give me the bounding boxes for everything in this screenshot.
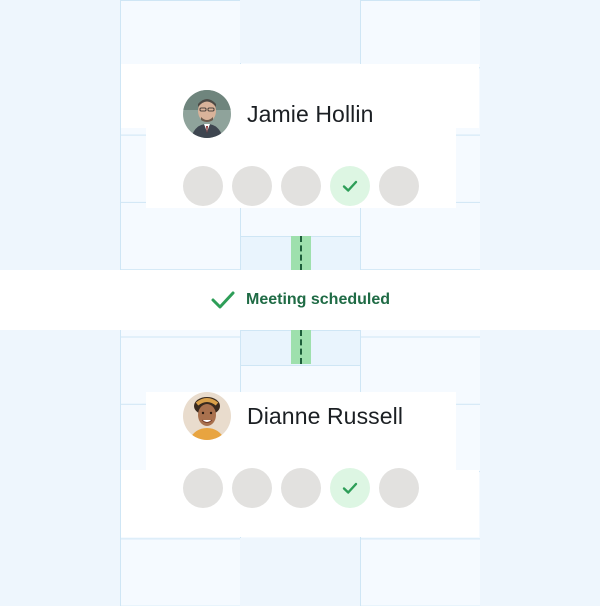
contact-header: Jamie Hollin <box>146 90 456 138</box>
status-label: Meeting scheduled <box>245 291 391 308</box>
contact-card-1: Jamie Hollin <box>146 90 456 208</box>
grid-cell-tint <box>240 538 360 606</box>
check-icon <box>342 482 358 494</box>
time-slot[interactable] <box>379 468 419 508</box>
time-slot-selected[interactable] <box>330 468 370 508</box>
time-slot[interactable] <box>183 468 223 508</box>
connector-line <box>291 236 311 270</box>
contact-card-2: Dianne Russell <box>146 392 456 516</box>
check-icon <box>211 291 235 309</box>
status-row: Meeting scheduled <box>0 270 600 330</box>
availability-slots <box>146 468 456 508</box>
contact-header: Dianne Russell <box>146 392 456 440</box>
person-avatar-dianne <box>183 392 231 440</box>
time-slot[interactable] <box>232 468 272 508</box>
availability-slots <box>146 166 456 206</box>
grid-cell-tint <box>240 0 360 63</box>
check-icon <box>342 180 358 192</box>
contact-name: Jamie Hollin <box>247 100 374 127</box>
time-slot[interactable] <box>183 166 223 206</box>
contact-name: Dianne Russell <box>247 402 404 429</box>
time-slot[interactable] <box>281 166 321 206</box>
connector-line <box>291 330 311 364</box>
time-slot[interactable] <box>232 166 272 206</box>
time-slot[interactable] <box>379 166 419 206</box>
time-slot[interactable] <box>281 468 321 508</box>
person-avatar-jamie <box>183 90 231 138</box>
time-slot-selected[interactable] <box>330 166 370 206</box>
